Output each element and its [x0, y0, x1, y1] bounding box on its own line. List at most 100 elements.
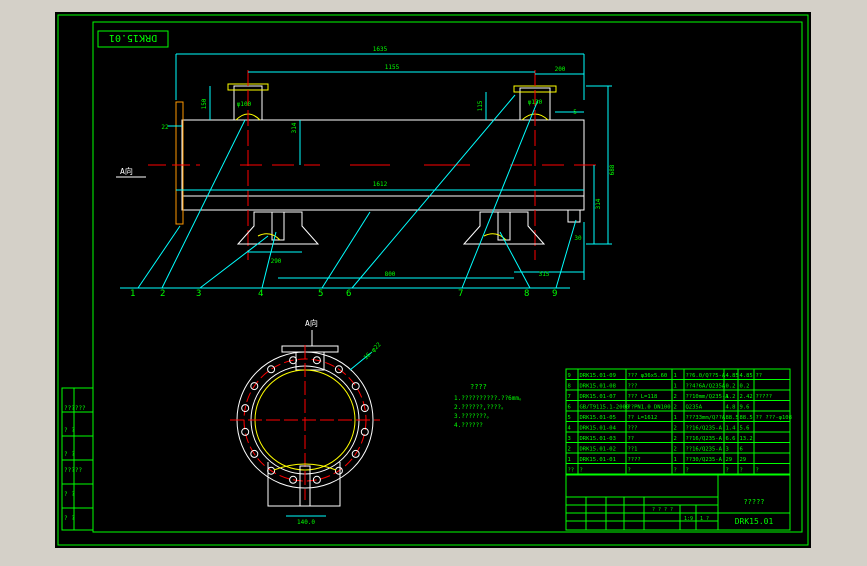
left-block-row-1: ??????: [64, 405, 86, 412]
bolt-hole: [289, 475, 298, 484]
bom-cell-name: ?? L=1612: [628, 415, 658, 421]
bom-cell-name: ??? L=118: [628, 394, 658, 400]
inner-border: [92, 21, 803, 533]
dim-support-base: 140.0: [297, 519, 315, 526]
dim-flange-thk: 22: [161, 124, 169, 131]
bolt-hole: [360, 404, 369, 413]
tech-notes: ???? 1.??????????.??6mm。 2.??????,????。 …: [454, 383, 525, 429]
bom-cell-w1: 88.5: [726, 415, 739, 421]
bom-cell-qty: 2: [674, 436, 677, 442]
bom-cell-code: DRK15.01-02: [580, 447, 616, 453]
bom-cell-w1: 4.85: [726, 373, 739, 379]
bolt-hole: [267, 365, 276, 374]
bom-cell-mat: ??16/Q235-A: [686, 447, 723, 453]
title-block: ????? DRK15.01 ? ? ? ? 1:9 1 ?: [565, 474, 791, 531]
view-label-a: A向: [120, 166, 133, 176]
left-block-row-2: ? ?: [64, 427, 75, 434]
bom-cell-qty: 2: [674, 394, 677, 400]
side-view: A向 140.0 16-φ22: [230, 318, 383, 526]
bom-cell-no: 9: [568, 373, 571, 379]
note-line-1: 1.??????????.??6mm。: [454, 395, 525, 402]
right-saddle: [462, 211, 546, 245]
bolt-hole: [360, 427, 369, 436]
title-block-sheet: 1 ?: [700, 516, 709, 522]
bom-cell-w2: 9.6: [740, 405, 750, 411]
bom-cell-w1: 6.6: [726, 436, 736, 442]
dim-support-spacing: 800: [385, 271, 396, 278]
bom-cell-w1: 4.8: [726, 405, 736, 411]
part-label-4: 4: [258, 289, 263, 299]
bom-cell-name: ??PN1.0 DN100: [628, 405, 671, 411]
part-label-1: 1: [130, 289, 135, 299]
dim-nozzle-spacing: 1155: [385, 64, 400, 71]
drawing-code-box: [97, 30, 169, 48]
bolt-hole: [334, 466, 343, 475]
bom-cell-w1: 29: [726, 457, 733, 463]
bom-cell-mat: ??30/Q235-A: [686, 457, 723, 463]
dim-support-height: 314: [595, 198, 602, 209]
bom-cell-code: DRK15.01-07: [580, 394, 616, 400]
bom-cell-no: 1: [568, 457, 571, 463]
bom-cell-no: 6: [568, 405, 571, 411]
bom-cell-qty: 1: [674, 384, 677, 390]
bom-cell-w2: 0.2: [740, 384, 750, 390]
bom-cell-name: ???: [628, 426, 638, 432]
side-saddle-weld: [273, 463, 337, 471]
left-saddle: [236, 211, 320, 245]
dim-right-offset: 200: [555, 66, 566, 73]
dimension-lines: [168, 53, 612, 280]
bom-cell-w1: 0.2: [726, 384, 736, 390]
left-revision-block: ?????? ? ? ? ? ????? ? ? ? ?: [61, 387, 94, 531]
bom-header-cell: ?: [674, 468, 677, 474]
bom-cell-w2: 2.42: [740, 394, 753, 400]
bolt-hole: [289, 356, 298, 365]
dim-shell-length: 1612: [373, 181, 388, 188]
title-block-title: ?????: [743, 498, 764, 506]
bom-cell-no: 2: [568, 447, 571, 453]
bom-cell-mat: ???33mm/Q??A: [686, 415, 726, 421]
bom-header-cell: ?: [628, 468, 631, 474]
dim-right-tail: 30: [574, 235, 582, 242]
note-line-4: 4.??????: [454, 422, 483, 429]
bom-cell-code: DRK15.01-04: [580, 426, 617, 432]
left-block-row-4: ?????: [64, 467, 82, 474]
bom-cell-w2: 4.85: [740, 373, 753, 379]
bom-cell-mat: ??6.0/Q??5-A: [686, 373, 726, 379]
part-label-9: 9: [552, 289, 557, 299]
bom-cell-qty: 2: [674, 447, 677, 453]
bom-header-cell: ?: [580, 468, 583, 474]
bom-cell-w1: 1.4: [726, 426, 737, 432]
dimension-texts: 1635 1155 200 150 φ100 φ130 115 314 22 1…: [161, 46, 616, 278]
bolt-hole: [334, 365, 343, 374]
bom-cell-w2: 88.5: [740, 415, 753, 421]
bom-cell-no: 4: [568, 426, 572, 432]
bom-cell-w2: 6: [740, 447, 743, 453]
bom-cell-note: ?? ???-φ108: [756, 415, 792, 421]
bom-cell-code: GB/T9115.1-2000: [580, 405, 630, 411]
note-line-3: 3.???????。: [454, 413, 493, 420]
notes-title: ????: [470, 383, 487, 391]
bolt-hole: [351, 382, 360, 391]
dim-nozzle-dia-left: φ100: [237, 101, 252, 108]
title-block-drawing-no: DRK15.01: [735, 517, 774, 526]
left-saddle-web: [271, 211, 285, 241]
dim-nozzle-height-left: 150: [201, 98, 208, 109]
bolt-hole: [241, 427, 250, 436]
dim-right-small: 5: [573, 109, 577, 116]
drawing-area: [55, 12, 811, 548]
dim-support-width: 290: [271, 258, 282, 265]
side-saddle-web: [299, 465, 311, 507]
bom-cell-name: ??? φ36x5.60: [628, 373, 668, 379]
bom-header-cell: ?: [756, 468, 759, 474]
bom-cell-qty: 1: [674, 457, 677, 463]
dim-overall-height: 688: [609, 164, 616, 175]
bolt-hole: [250, 382, 259, 391]
bom-cell-mat: ??16/Q235-A: [686, 436, 723, 442]
title-block-mark-1: ? ? ? ?: [652, 507, 673, 513]
bom-cell-note: ?????: [756, 394, 773, 400]
bom-cell-no: 5: [568, 415, 571, 421]
bom-cell-code: DRK15.01-01: [580, 457, 616, 463]
